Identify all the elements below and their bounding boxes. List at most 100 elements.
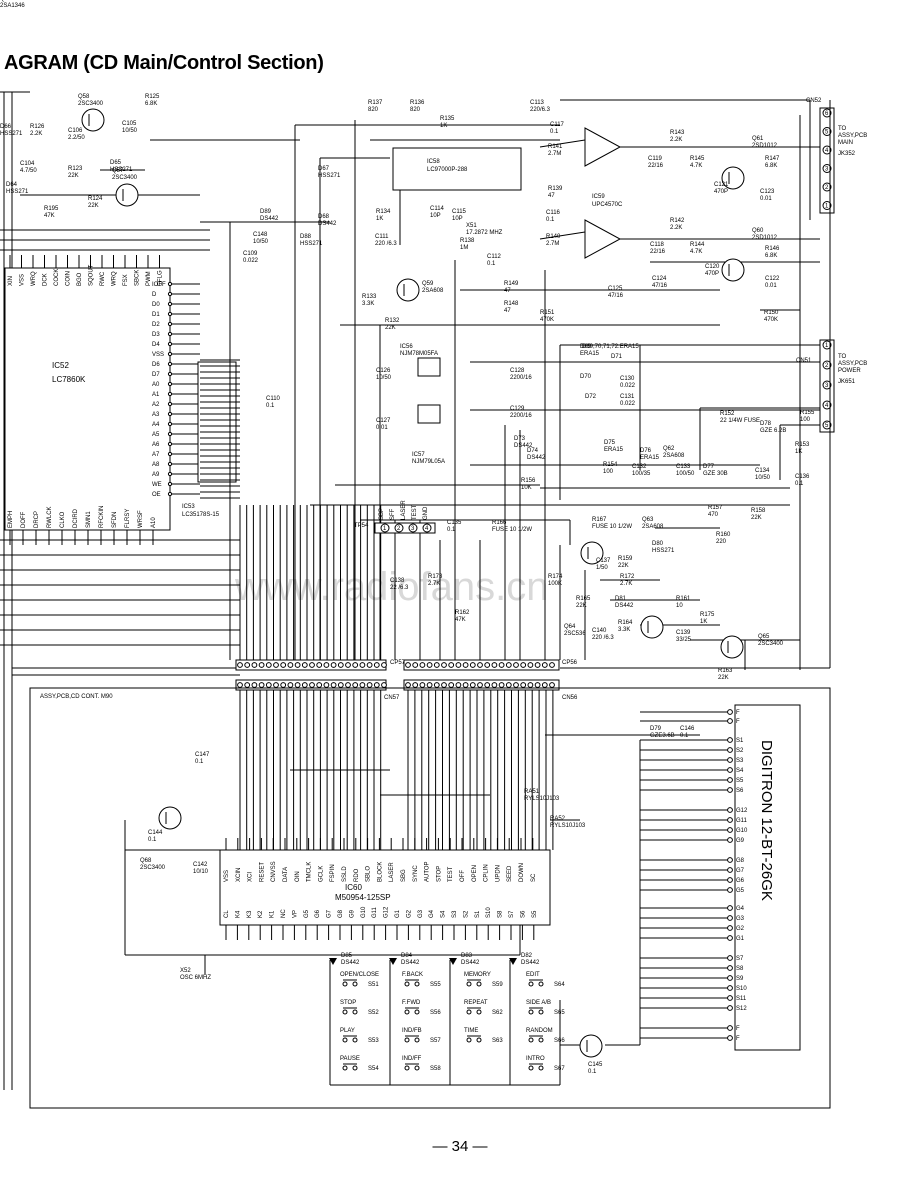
tp54-signal-label: SFF: [390, 508, 396, 520]
cn52-pin: [822, 201, 832, 210]
cn52-pin: [822, 164, 832, 173]
key-switch-contact: [476, 981, 482, 987]
ic52-pin-dot: [167, 301, 173, 307]
component-value: 2SD1012: [752, 143, 778, 149]
key-switch-contact: [404, 1037, 410, 1043]
component-value: 0.1: [680, 733, 689, 739]
component-ref: D68: [318, 214, 330, 220]
vfd-pin-dot: [727, 709, 733, 715]
component-value: 1K: [376, 216, 383, 222]
strip-hole: [549, 662, 555, 668]
component-value: 10/50: [253, 239, 269, 245]
transistors: [81, 108, 745, 1058]
component-value: 22K: [385, 325, 396, 331]
ic60-top-pin-label: LASER: [389, 862, 395, 882]
component-value: 470P: [714, 189, 728, 195]
component-ref: Q61: [752, 136, 764, 142]
ic60-top-pin-label: OFF: [460, 870, 466, 882]
component-value: 100K: [548, 581, 562, 587]
key-switch-contact: [476, 1009, 482, 1015]
ic60-top-pin-label: STOP: [436, 866, 442, 882]
cn51-pin: [822, 340, 832, 350]
ic52-right-pin-label: A2: [152, 402, 160, 408]
strip-hole: [280, 682, 287, 688]
component-value: 2SC3400: [758, 641, 784, 647]
strip-hole: [433, 662, 440, 668]
ic52-pin-dot: [167, 391, 173, 397]
component-value: 17.2872 MHZ: [466, 230, 503, 236]
ic52-pin-dot: [167, 481, 173, 487]
component-value: 0.1: [148, 837, 157, 843]
component-ref: R134: [376, 209, 391, 215]
cn51-pin-number: 3: [825, 383, 829, 389]
strip-hole: [301, 662, 308, 668]
component-ref: D76: [640, 448, 652, 454]
vfd-pin-label: S7: [736, 956, 744, 962]
key-switch-ref: S65: [554, 1010, 565, 1016]
component-value: 0.1: [266, 403, 275, 409]
strip-hole: [469, 662, 476, 668]
ic52-pin-dot: [167, 321, 173, 327]
tp54-pin-number: 3: [411, 526, 415, 532]
vfd-pin-label: F: [736, 1026, 740, 1032]
key-diode-ref: D83: [461, 953, 473, 959]
ic58-chip: IC58 LC97000P-288: [392, 147, 522, 191]
transistor-symbol: [580, 541, 604, 565]
ic52-right-pin-label: A1: [152, 392, 160, 398]
cn52-pin: [822, 108, 832, 118]
strip-hole: [273, 682, 279, 688]
vfd-name: DIGITRON 12-BT-26GK: [758, 740, 775, 901]
component-ref: R153: [795, 442, 810, 448]
vfd-display: DIGITRON 12-BT-26GK FFS1S2S3S4S5S6G12G11…: [640, 704, 801, 1051]
vfd-pin-dot: [727, 718, 733, 724]
component-ref: Q63: [642, 517, 654, 523]
component-ref: D78: [760, 421, 772, 427]
vfd-pin-label: G1: [736, 936, 745, 942]
ic52-pin-dot: [167, 461, 173, 467]
component-ref: R146: [765, 246, 780, 252]
vfd-pin-dot: [727, 985, 733, 991]
left-edge-wiring: [0, 91, 210, 1090]
key-switch-contact: [538, 1065, 544, 1071]
ic60-bottom-pin-label: G10: [361, 906, 367, 918]
vfd-pin-dot: [727, 817, 733, 823]
component-ref: X51: [466, 223, 477, 229]
component-value: 1/50: [596, 565, 608, 571]
component-value: HSS271: [6, 189, 29, 195]
vfd-pin-label: S8: [736, 966, 744, 972]
component-value: 6.8K: [765, 163, 777, 169]
vfd-pin-label: G2: [736, 926, 745, 932]
component-ref: R174: [548, 574, 563, 580]
cd-cont-board-outline: [29, 687, 831, 1109]
component-value: 22 /6.3: [390, 585, 409, 591]
ic60-top-pin-label: GCLK: [318, 866, 324, 882]
component-value: 0.1: [487, 261, 496, 267]
component-value: 47/16: [652, 283, 668, 289]
key-switch-contact: [352, 1009, 358, 1015]
component-ref: Q60: [752, 228, 764, 234]
ic52-pin-dot: [167, 331, 173, 337]
ic60-bottom-pin-label: G12: [384, 906, 390, 918]
component-ref: R156: [521, 478, 536, 484]
key-switch-ref: S51: [368, 982, 379, 988]
component-value: DS442: [260, 216, 279, 222]
component-value: 100/35: [632, 471, 651, 477]
strip-hole: [441, 682, 447, 688]
strip-hole: [491, 682, 498, 688]
component-ref: C137: [596, 558, 611, 564]
strip-hole: [462, 682, 469, 688]
transistor-symbol: [81, 108, 105, 132]
component-value: HSS271: [652, 548, 675, 554]
component-ref: C146: [680, 726, 695, 732]
vfd-pin-label: F: [736, 1036, 740, 1042]
component-ref: R163: [718, 668, 733, 674]
component-value: 2.2K: [670, 137, 682, 143]
vfd-pin-dot: [727, 925, 733, 931]
key-switch-contact: [342, 1065, 348, 1071]
key-switch-contact: [476, 1037, 482, 1043]
strip-hole: [244, 662, 251, 668]
component-ref: C122: [765, 276, 780, 282]
strip-hole: [527, 682, 534, 688]
